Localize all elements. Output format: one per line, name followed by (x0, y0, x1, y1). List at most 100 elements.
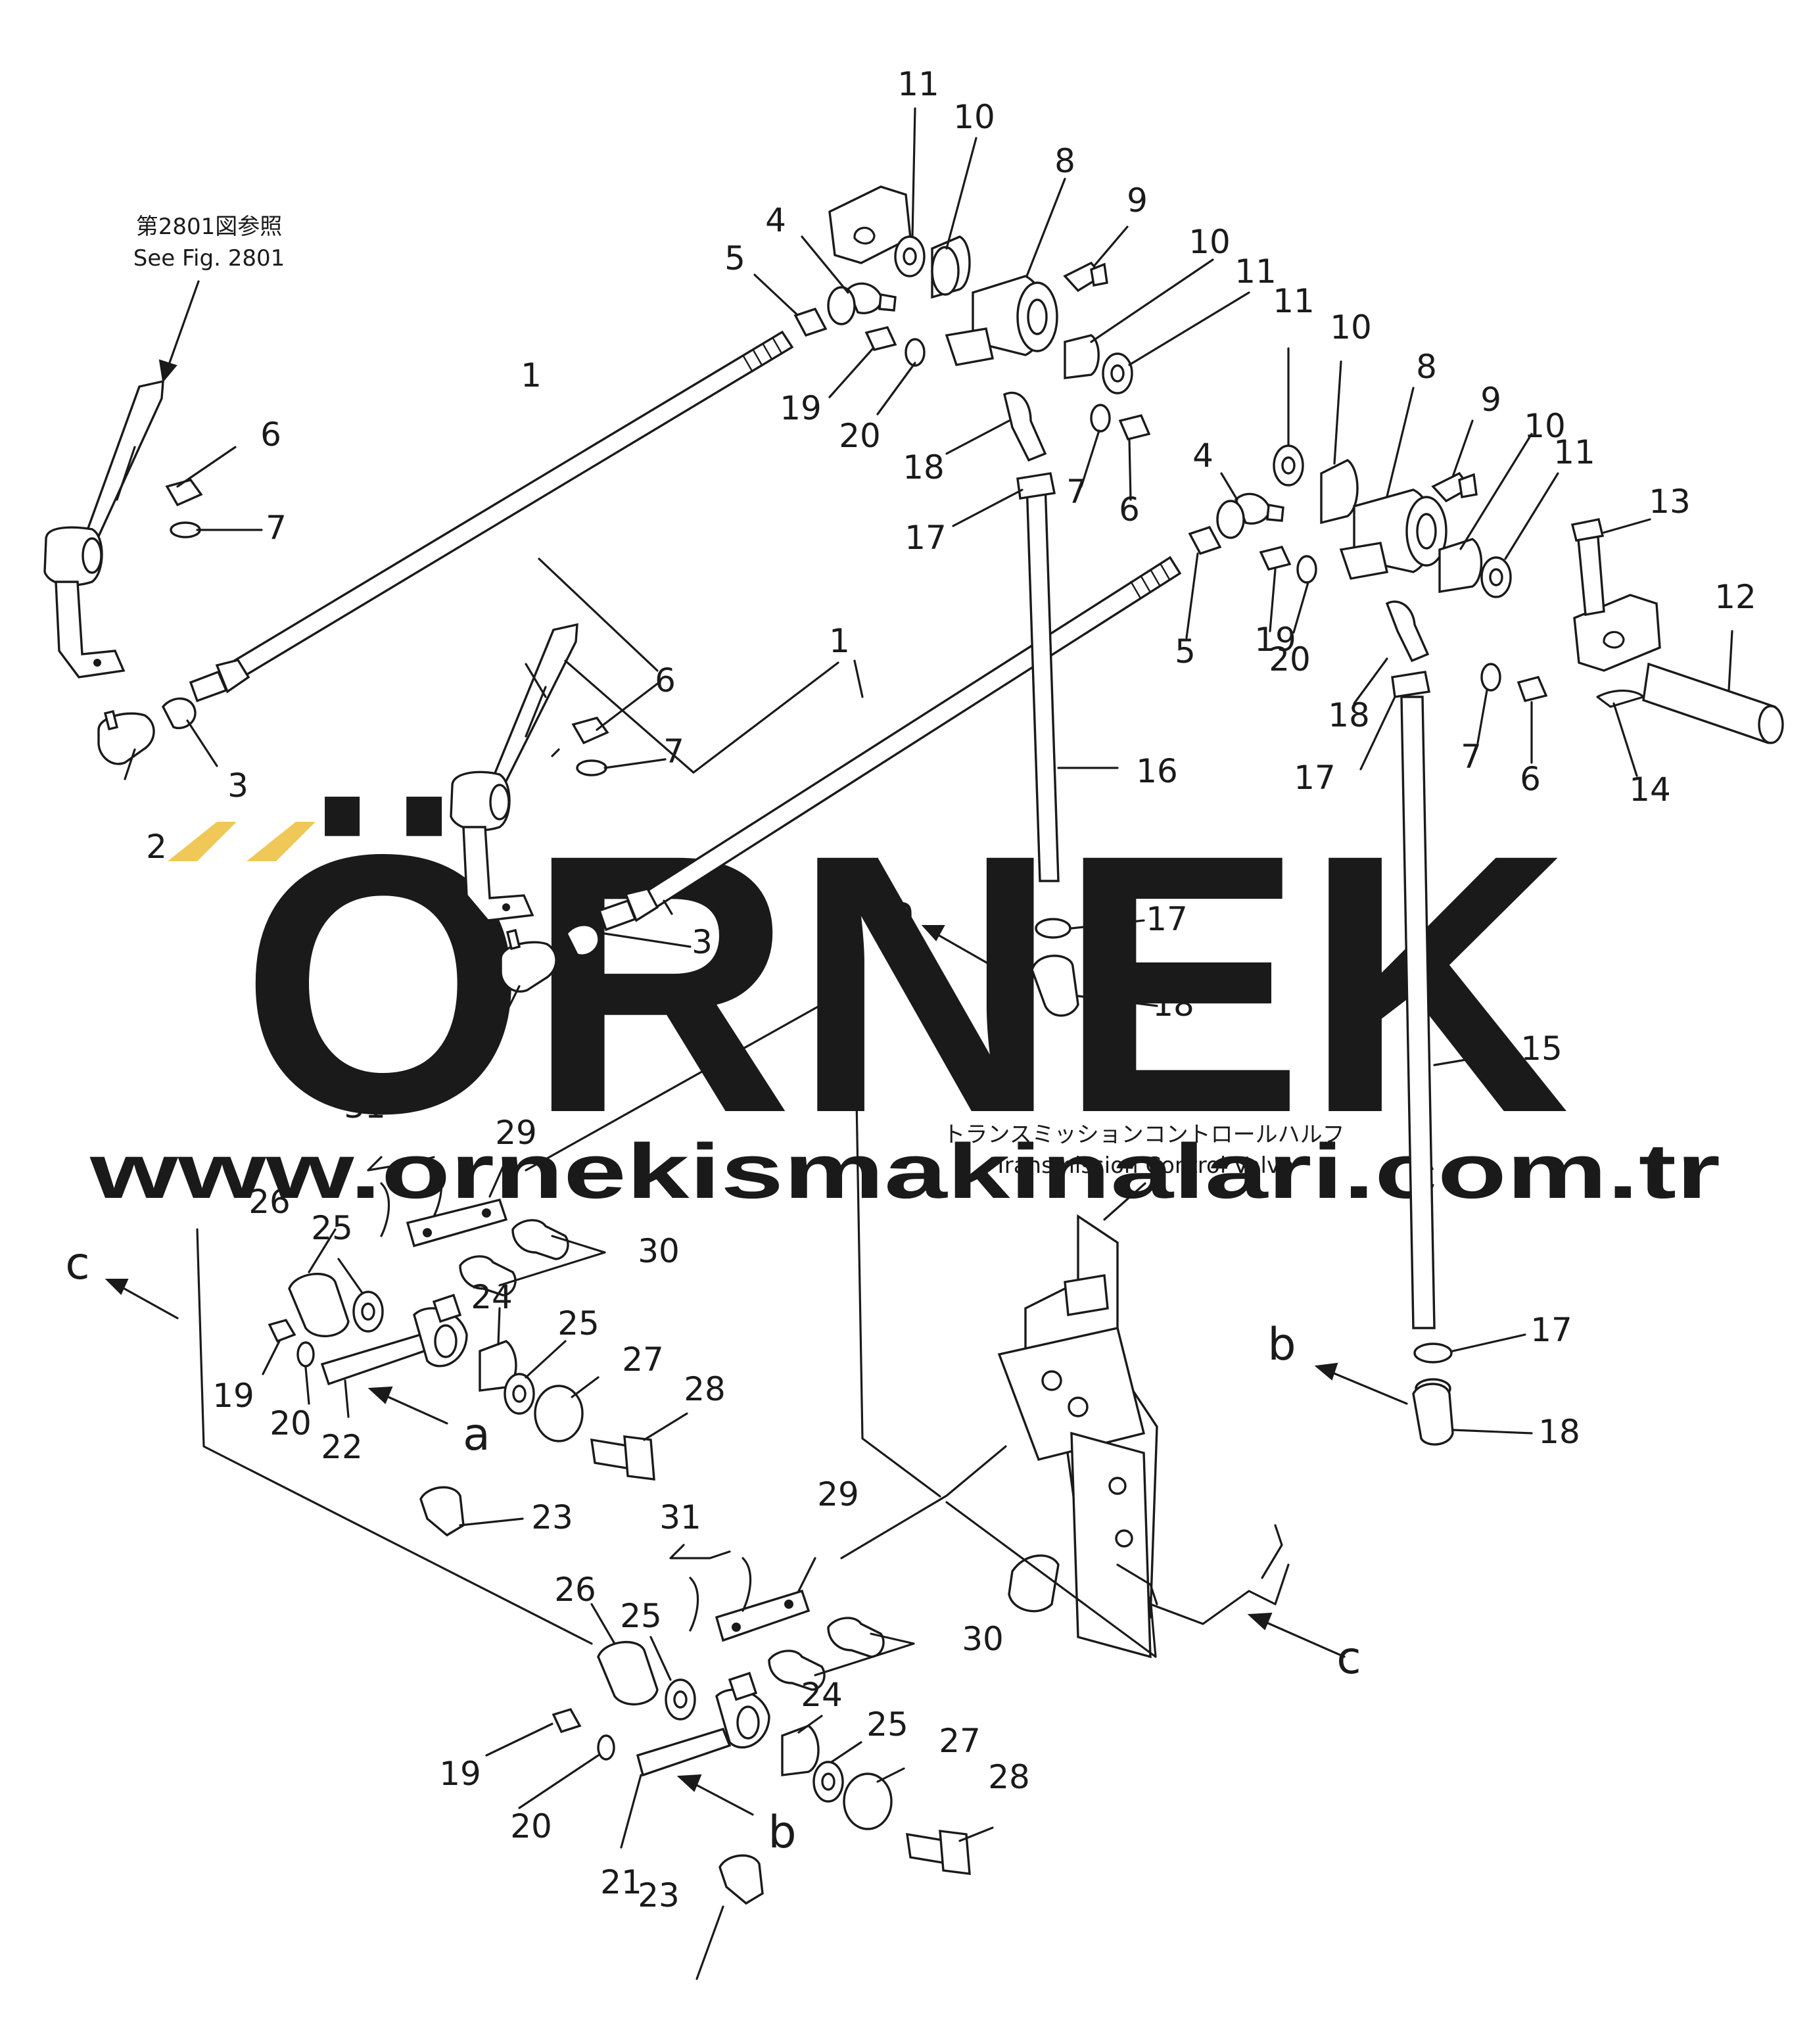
transmission-control-valve (997, 1214, 1290, 1659)
washer-20-a (296, 1341, 315, 1367)
bracket-block-upper-mark (853, 227, 876, 245)
callout-6-13: 6 (1119, 490, 1140, 529)
lever-foot-upper-hole (93, 659, 101, 667)
bushing-10-d (1438, 538, 1483, 593)
note-valve-jp: トランスミッションコントロールハルフ (943, 1122, 1344, 1148)
callout-5-7: 5 (724, 239, 745, 277)
callout-16-31: 16 (1136, 752, 1178, 790)
bushing-10-c (1320, 459, 1359, 525)
callout-11-14: 11 (1273, 282, 1315, 320)
callout-18-36: 18 (1538, 1413, 1580, 1451)
callout-25-51: 25 (311, 1209, 353, 1247)
callout-25-64: 25 (620, 1597, 662, 1635)
washer-7-upper-b (1090, 404, 1111, 433)
view-frame-upper (853, 985, 941, 1498)
note-valve-en: Transmission Control Valve (993, 1153, 1294, 1179)
callout-6-43: 6 (655, 661, 676, 700)
callout-4-23: 4 (1192, 437, 1213, 475)
grease-fitting-9-b-tip (1458, 473, 1478, 498)
callout-27-54: 27 (622, 1341, 664, 1379)
nut-17-rod-15-top (1391, 671, 1431, 698)
callout-6-30: 6 (1520, 760, 1541, 798)
note-see-fig: 第2801図参照 See Fig. 2801 (133, 214, 285, 383)
lever-arm-upper (82, 379, 164, 540)
plate-29-b (715, 1589, 811, 1642)
washer-20-lower (1296, 555, 1317, 584)
bolt-13-head (1570, 518, 1605, 542)
nut-6-upper-b (1118, 414, 1151, 441)
callout-29-61: 29 (817, 1475, 859, 1513)
callout-23-59: 23 (531, 1498, 573, 1536)
view-letter-a-1: a (463, 1409, 490, 1461)
callout-1-38: 1 (829, 622, 850, 660)
note-see-fig-arrowhead (158, 359, 177, 383)
nut-19-upper (864, 326, 897, 351)
pin-12-end (1758, 705, 1784, 744)
cotter-31-b-2 (741, 1557, 752, 1612)
plate-lower (1339, 542, 1389, 580)
callout-28-55: 28 (684, 1370, 726, 1408)
rod-1-lower-thread-end (598, 899, 637, 932)
nut-17-rod-16-bottom (1035, 918, 1071, 939)
lever-hub-upper-bore (82, 537, 103, 574)
watermark-url: www.ornekismakinalari.com.tr (89, 1128, 1720, 1215)
plate-upper (945, 327, 995, 366)
grease-23-a (419, 1486, 465, 1537)
callout-9-17: 9 (1480, 381, 1501, 419)
elbow-18-rod-16 (1031, 955, 1079, 1017)
view-letter-b-3: b (768, 1807, 796, 1859)
washer-20-upper (905, 338, 926, 367)
callout-11-19: 11 (1553, 433, 1595, 471)
callout-22-58: 22 (321, 1428, 363, 1466)
elbow-18-rod-15 (1412, 1383, 1454, 1446)
rod-1-upper-thread-end (189, 670, 228, 703)
washer-4-upper (827, 286, 856, 325)
rod-16 (1016, 472, 1079, 1017)
callout-17-35: 17 (1530, 1311, 1572, 1349)
valve-side-plate (1070, 1431, 1152, 1659)
elbow-18-lower (1385, 600, 1430, 663)
lever-assembly-upper (43, 379, 164, 678)
callout-26-50: 26 (248, 1183, 291, 1221)
washer-7-upper (170, 521, 201, 538)
nut-5-lower (1188, 525, 1222, 556)
valve-hole-3 (1108, 1477, 1127, 1495)
callout-7-12: 7 (1066, 473, 1087, 511)
bracket-cluster-upper (793, 185, 1151, 462)
callout-18-10: 18 (903, 448, 945, 487)
lever-21 (636, 1727, 732, 1777)
rod-1-upper-body (220, 330, 794, 686)
bracket-block-lower-mark (1603, 630, 1625, 649)
nut-5-upper (793, 307, 828, 337)
lever-22-tab (432, 1293, 462, 1323)
callout-9-3: 9 (1127, 181, 1148, 220)
view-frame-top-left (525, 985, 856, 1172)
linkage-b (552, 1557, 971, 1905)
callout-30-49: 30 (638, 1232, 680, 1270)
callout-25-67: 25 (866, 1705, 908, 1744)
bushing-11-b-bore (1110, 364, 1125, 383)
lever-22 (320, 1333, 436, 1386)
callout-28-69: 28 (988, 1758, 1030, 1796)
plate-29-a (406, 1198, 508, 1248)
callout-19-8: 19 (780, 389, 822, 427)
rod-15 (1391, 671, 1454, 1446)
note-see-fig-en: See Fig. 2801 (133, 245, 285, 272)
lever-hub-lower-bore (489, 784, 510, 820)
callout-5-24: 5 (1175, 632, 1196, 671)
callout-17-32: 17 (1146, 900, 1188, 938)
cotter-31-b-1 (689, 1577, 699, 1632)
rod-15-body (1400, 696, 1436, 1329)
callout-20-9: 20 (839, 417, 881, 455)
tube-8-b-bore (1416, 513, 1437, 550)
rod-1-upper (97, 330, 794, 765)
bushing-10-b (1064, 334, 1100, 379)
callout-30-62: 30 (962, 1620, 1004, 1658)
watermark-umlaut-left (168, 822, 237, 861)
callout-7-42: 7 (266, 509, 287, 547)
ball-joint-4-upper-stud (878, 293, 897, 312)
